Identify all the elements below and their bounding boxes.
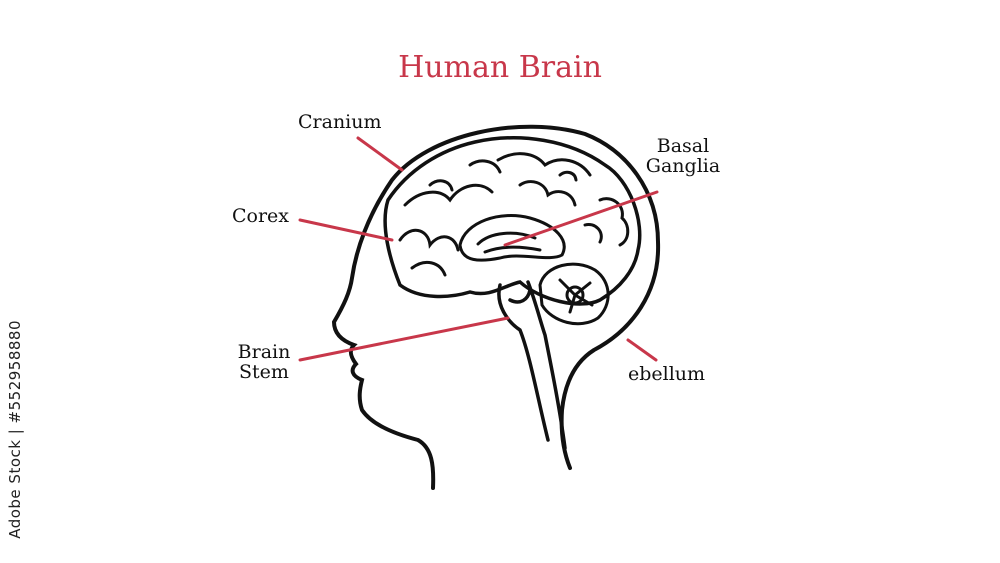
cortex-folds (398, 152, 630, 277)
label-brain-stem-line1: Brain (237, 341, 291, 363)
leader-lines (298, 136, 659, 362)
cerebellum-structure (538, 262, 610, 326)
label-basal-ganglia-line2: Ganglia (645, 155, 721, 177)
head-outline (331, 124, 661, 490)
label-cranium: Cranium (298, 111, 382, 133)
diagram-title: Human Brain (398, 50, 602, 85)
leader-line-cerebellum (626, 338, 658, 362)
label-brain-stem: Brain Stem (232, 342, 296, 382)
label-basal-ganglia: Basal Ganglia (638, 136, 728, 176)
label-cortex: Corex (232, 205, 290, 227)
leader-line-cranium (356, 136, 404, 172)
stock-watermark: Adobe Stock | #552958880 (6, 320, 24, 539)
label-cerebellum: ebellum (628, 363, 706, 385)
cortex-outline (383, 136, 642, 306)
leader-line-basal-ganglia (503, 190, 659, 247)
brain-stem-structure (497, 280, 567, 450)
basal-ganglia-structure (458, 214, 566, 262)
leader-line-cortex (298, 218, 394, 242)
label-brain-stem-line2: Stem (239, 361, 289, 383)
leader-line-brain-stem (298, 316, 510, 362)
label-basal-ganglia-line1: Basal (656, 135, 710, 157)
